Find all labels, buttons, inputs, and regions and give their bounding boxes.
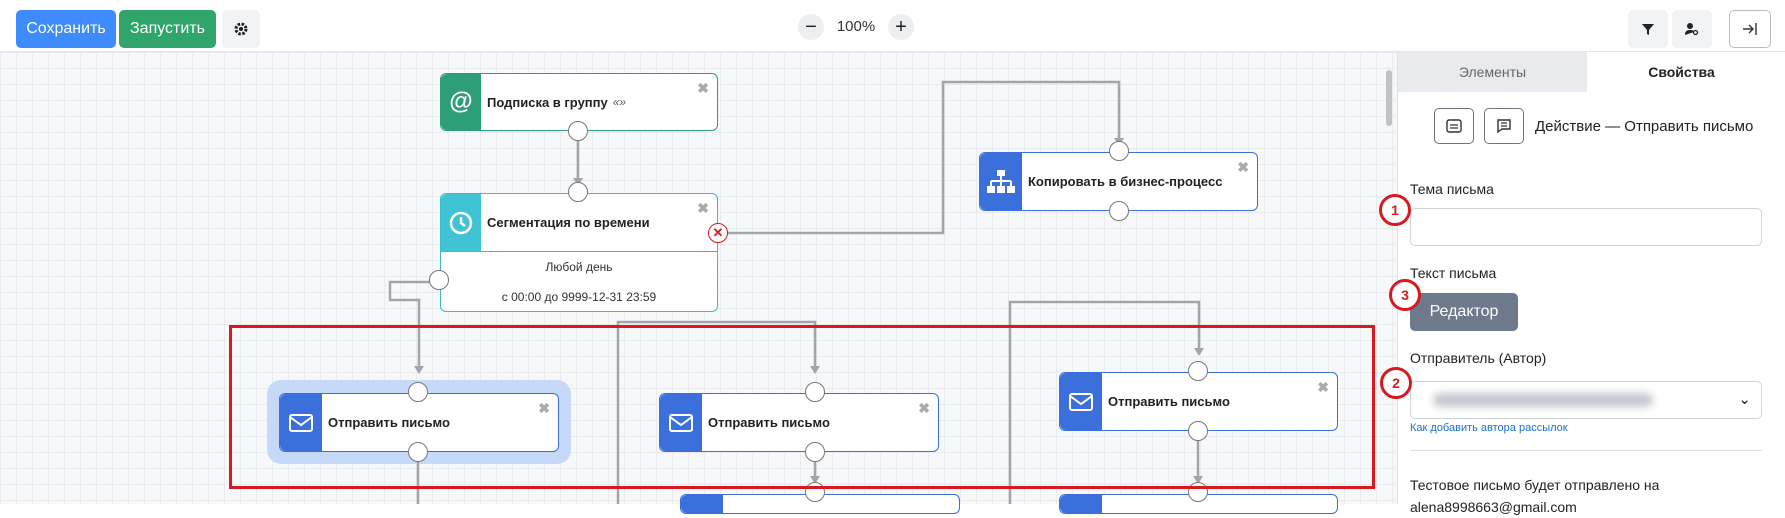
blurred-sender-value — [1433, 393, 1653, 407]
editor-button[interactable]: Редактор — [1410, 293, 1518, 331]
node-suffix: «» — [612, 95, 627, 109]
node-label: Сегментация по времени — [487, 215, 650, 230]
at-icon: @ — [441, 74, 481, 130]
hierarchy-icon — [980, 153, 1022, 210]
body-label: Текст письма — [1410, 265, 1497, 281]
close-icon[interactable]: ✖ — [697, 200, 709, 216]
filter-icon — [1642, 24, 1654, 35]
node-time-segmentation[interactable]: Сегментация по времени ✖ — [440, 193, 718, 252]
top-toolbar: Сохранить Запустить − 100% + — [0, 0, 1785, 52]
mail-icon — [1060, 373, 1102, 430]
node-send-email-2[interactable]: Отправить письмо ✖ — [659, 393, 939, 452]
save-button[interactable]: Сохранить — [16, 10, 116, 48]
mail-icon — [280, 394, 322, 451]
port[interactable] — [408, 382, 428, 402]
port[interactable] — [1188, 421, 1208, 441]
zoom-in-button[interactable]: + — [888, 14, 914, 40]
tab-properties[interactable]: Свойства — [1648, 64, 1715, 80]
port[interactable] — [805, 442, 825, 462]
node-label: Подписка в группу — [487, 94, 608, 110]
node-label: Отправить письмо — [708, 415, 830, 430]
error-port[interactable]: ✕ — [708, 223, 728, 243]
close-icon[interactable]: ✖ — [697, 80, 709, 96]
mail-icon — [1060, 495, 1102, 513]
close-icon[interactable]: ✖ — [1237, 159, 1249, 175]
test-email-note: Тестовое письмо будет отправлено на alen… — [1410, 474, 1770, 518]
settings-button[interactable] — [222, 10, 260, 48]
mail-icon — [660, 394, 702, 451]
port[interactable] — [408, 442, 428, 462]
chevron-down-icon: ⌄ — [1738, 391, 1751, 408]
segmentation-details: Любой день с 00:00 до 9999-12-31 23:59 — [440, 252, 718, 312]
divider — [1410, 450, 1762, 451]
add-sender-link[interactable]: Как добавить автора рассылок — [1410, 422, 1568, 434]
collapse-panel-button[interactable] — [1729, 10, 1771, 48]
port[interactable] — [805, 382, 825, 402]
user-search-button[interactable] — [1672, 10, 1712, 48]
segmentation-day: Любой день — [545, 260, 613, 274]
canvas-scrollbar[interactable] — [1386, 70, 1392, 126]
test-note-text: Тестовое письмо будет отправлено на — [1410, 477, 1660, 493]
test-note-email: alena8998663@gmail.com — [1410, 499, 1577, 515]
port[interactable] — [568, 121, 588, 141]
close-icon[interactable]: ✖ — [1317, 379, 1329, 395]
action-button-2[interactable] — [1484, 108, 1524, 144]
port[interactable] — [429, 270, 449, 290]
subject-input[interactable] — [1410, 208, 1762, 246]
close-icon[interactable]: ✖ — [538, 400, 550, 416]
tab-elements[interactable]: Элементы — [1398, 52, 1587, 92]
node-subscribe-group[interactable]: @ Подписка в группу «» ✖ — [440, 73, 718, 131]
clock-icon — [441, 194, 481, 251]
annotation-badge-3: 3 — [1389, 279, 1421, 311]
collapse-panel-icon — [1743, 23, 1757, 35]
port[interactable] — [568, 182, 588, 202]
subject-label: Тема письма — [1410, 181, 1494, 197]
node-label: Копировать в бизнес-процесс — [1028, 174, 1223, 189]
message-icon — [1446, 119, 1462, 133]
close-icon[interactable]: ✖ — [918, 400, 930, 416]
node-label: Отправить письмо — [1108, 394, 1230, 409]
user-search-icon — [1685, 23, 1699, 36]
mail-icon — [681, 495, 723, 513]
annotation-badge-1: 1 — [1379, 194, 1411, 226]
sender-select[interactable]: ⌄ — [1410, 381, 1762, 419]
port[interactable] — [1188, 361, 1208, 381]
port[interactable] — [1109, 201, 1129, 221]
properties-panel: Элементы Свойства Действие — Отправить п… — [1397, 52, 1785, 515]
segmentation-time-range: с 00:00 до 9999-12-31 23:59 — [501, 290, 657, 304]
port[interactable] — [1109, 141, 1129, 161]
zoom-out-button[interactable]: − — [798, 14, 824, 40]
annotation-rectangle — [229, 325, 1375, 489]
action-button-1[interactable] — [1434, 108, 1474, 144]
zoom-level: 100% — [836, 18, 876, 35]
annotation-badge-2: 2 — [1380, 367, 1412, 399]
gear-icon — [234, 22, 248, 36]
node-copy-business-process[interactable]: Копировать в бизнес-процесс ✖ — [979, 152, 1258, 211]
filter-button[interactable] — [1628, 10, 1668, 48]
run-button[interactable]: Запустить — [119, 10, 216, 48]
action-title: Действие — Отправить письмо — [1535, 118, 1754, 135]
node-label: Отправить письмо — [328, 415, 450, 430]
sender-label: Отправитель (Автор) — [1410, 350, 1547, 366]
chat-icon — [1497, 119, 1511, 134]
